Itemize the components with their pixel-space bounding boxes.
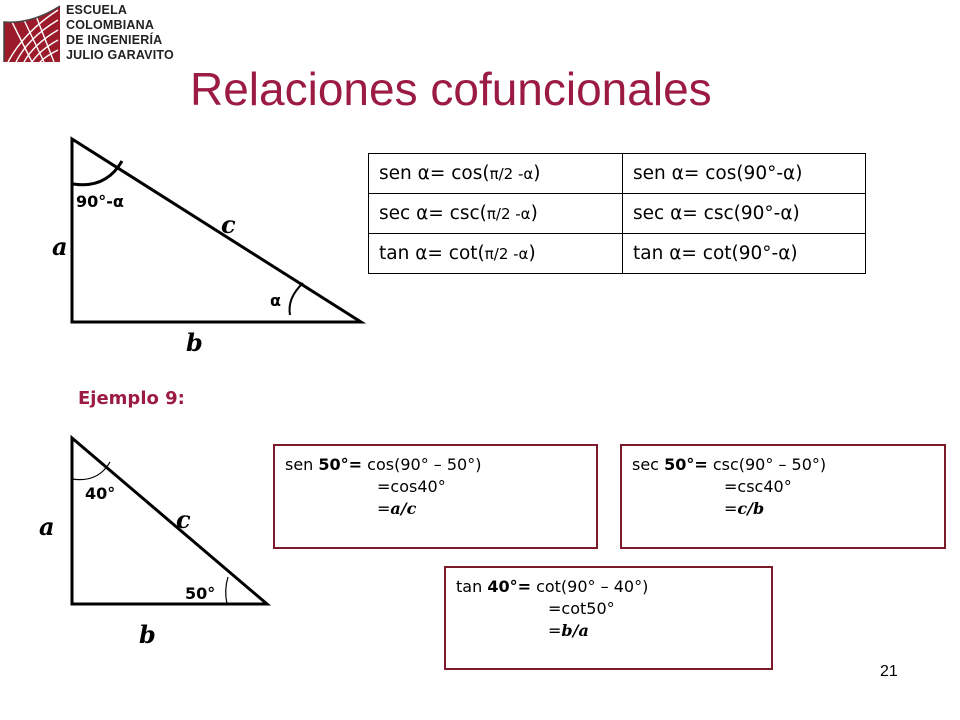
top-angle-arc: [72, 160, 124, 187]
sen-example-box: sen 50°= cos(90° – 50°) =cos40° =a/c: [273, 444, 598, 549]
table-cell: sen α= cos(90°-α): [622, 153, 866, 194]
sec-example-box: sec 50°= csc(90° – 50°) =csc40° =c/b: [620, 444, 946, 549]
right-triangle-diagram: [70, 136, 367, 324]
top-angle-label: 90°-α: [76, 192, 124, 211]
page-number: 21: [880, 663, 898, 680]
top-angle-label: 40°: [85, 484, 116, 503]
bottom-angle-arc: [288, 282, 304, 316]
logo-line: ESCUELA: [66, 3, 128, 17]
equation-line: sec 50°= csc(90° – 50°): [632, 455, 827, 474]
institution-logo: ESCUELA COLOMBIANA DE INGENIERÍA JULIO G…: [0, 0, 180, 68]
bottom-angle-arc: [225, 576, 229, 605]
logo-line: COLOMBIANA: [66, 18, 155, 32]
slide-title: Relaciones cofuncionales: [190, 63, 712, 115]
top-angle-arc: [71, 461, 111, 481]
side-a-label: a: [52, 232, 68, 261]
table-row: sen α= cos(π/2 -α) sen α= cos(90°-α): [368, 153, 866, 194]
side-b-label: b: [186, 328, 203, 357]
tan-example-box: tan 40°= cot(90° – 40°) =cot50° =b/a: [444, 566, 773, 670]
equation-line: =cos40°: [377, 477, 446, 496]
bottom-angle-label: 50°: [185, 584, 216, 603]
side-c-label: c: [221, 210, 236, 239]
table-cell: sec α= csc(90°-α): [622, 193, 866, 234]
triangle-outline: [70, 136, 367, 324]
equation-line: =a/c: [377, 499, 417, 518]
side-c-label: c: [176, 505, 191, 534]
example-triangle-diagram: [70, 434, 272, 606]
cofunction-identities-table: sen α= cos(π/2 -α) sen α= cos(90°-α) sec…: [368, 153, 866, 274]
equation-line: =csc40°: [724, 477, 792, 496]
side-a-label: a: [39, 512, 55, 541]
equation-line: =cot50°: [548, 599, 615, 618]
logo-text: ESCUELA COLOMBIANA DE INGENIERÍA JULIO G…: [66, 3, 174, 63]
equation-line: =b/a: [548, 621, 589, 640]
example-heading: Ejemplo 9:: [78, 388, 185, 409]
table-cell: sec α= csc(π/2 -α): [368, 193, 623, 234]
table-cell: tan α= cot(π/2 -α): [368, 233, 623, 274]
side-b-label: b: [139, 620, 156, 649]
bottom-angle-label: α: [270, 291, 281, 310]
equation-line: sen 50°= cos(90° – 50°): [285, 455, 482, 474]
table-row: tan α= cot(π/2 -α) tan α= cot(90°-α): [368, 233, 866, 274]
equation-line: tan 40°= cot(90° – 40°): [456, 577, 649, 596]
logo-emblem-icon: [2, 2, 64, 64]
equation-line: =c/b: [724, 499, 765, 518]
logo-line: DE INGENIERÍA: [66, 33, 163, 47]
logo-line: JULIO GARAVITO: [66, 48, 174, 62]
table-row: sec α= csc(π/2 -α) sec α= csc(90°-α): [368, 193, 866, 234]
table-cell: tan α= cot(90°-α): [622, 233, 866, 274]
table-cell: sen α= cos(π/2 -α): [368, 153, 623, 194]
triangle-outline: [70, 434, 272, 606]
